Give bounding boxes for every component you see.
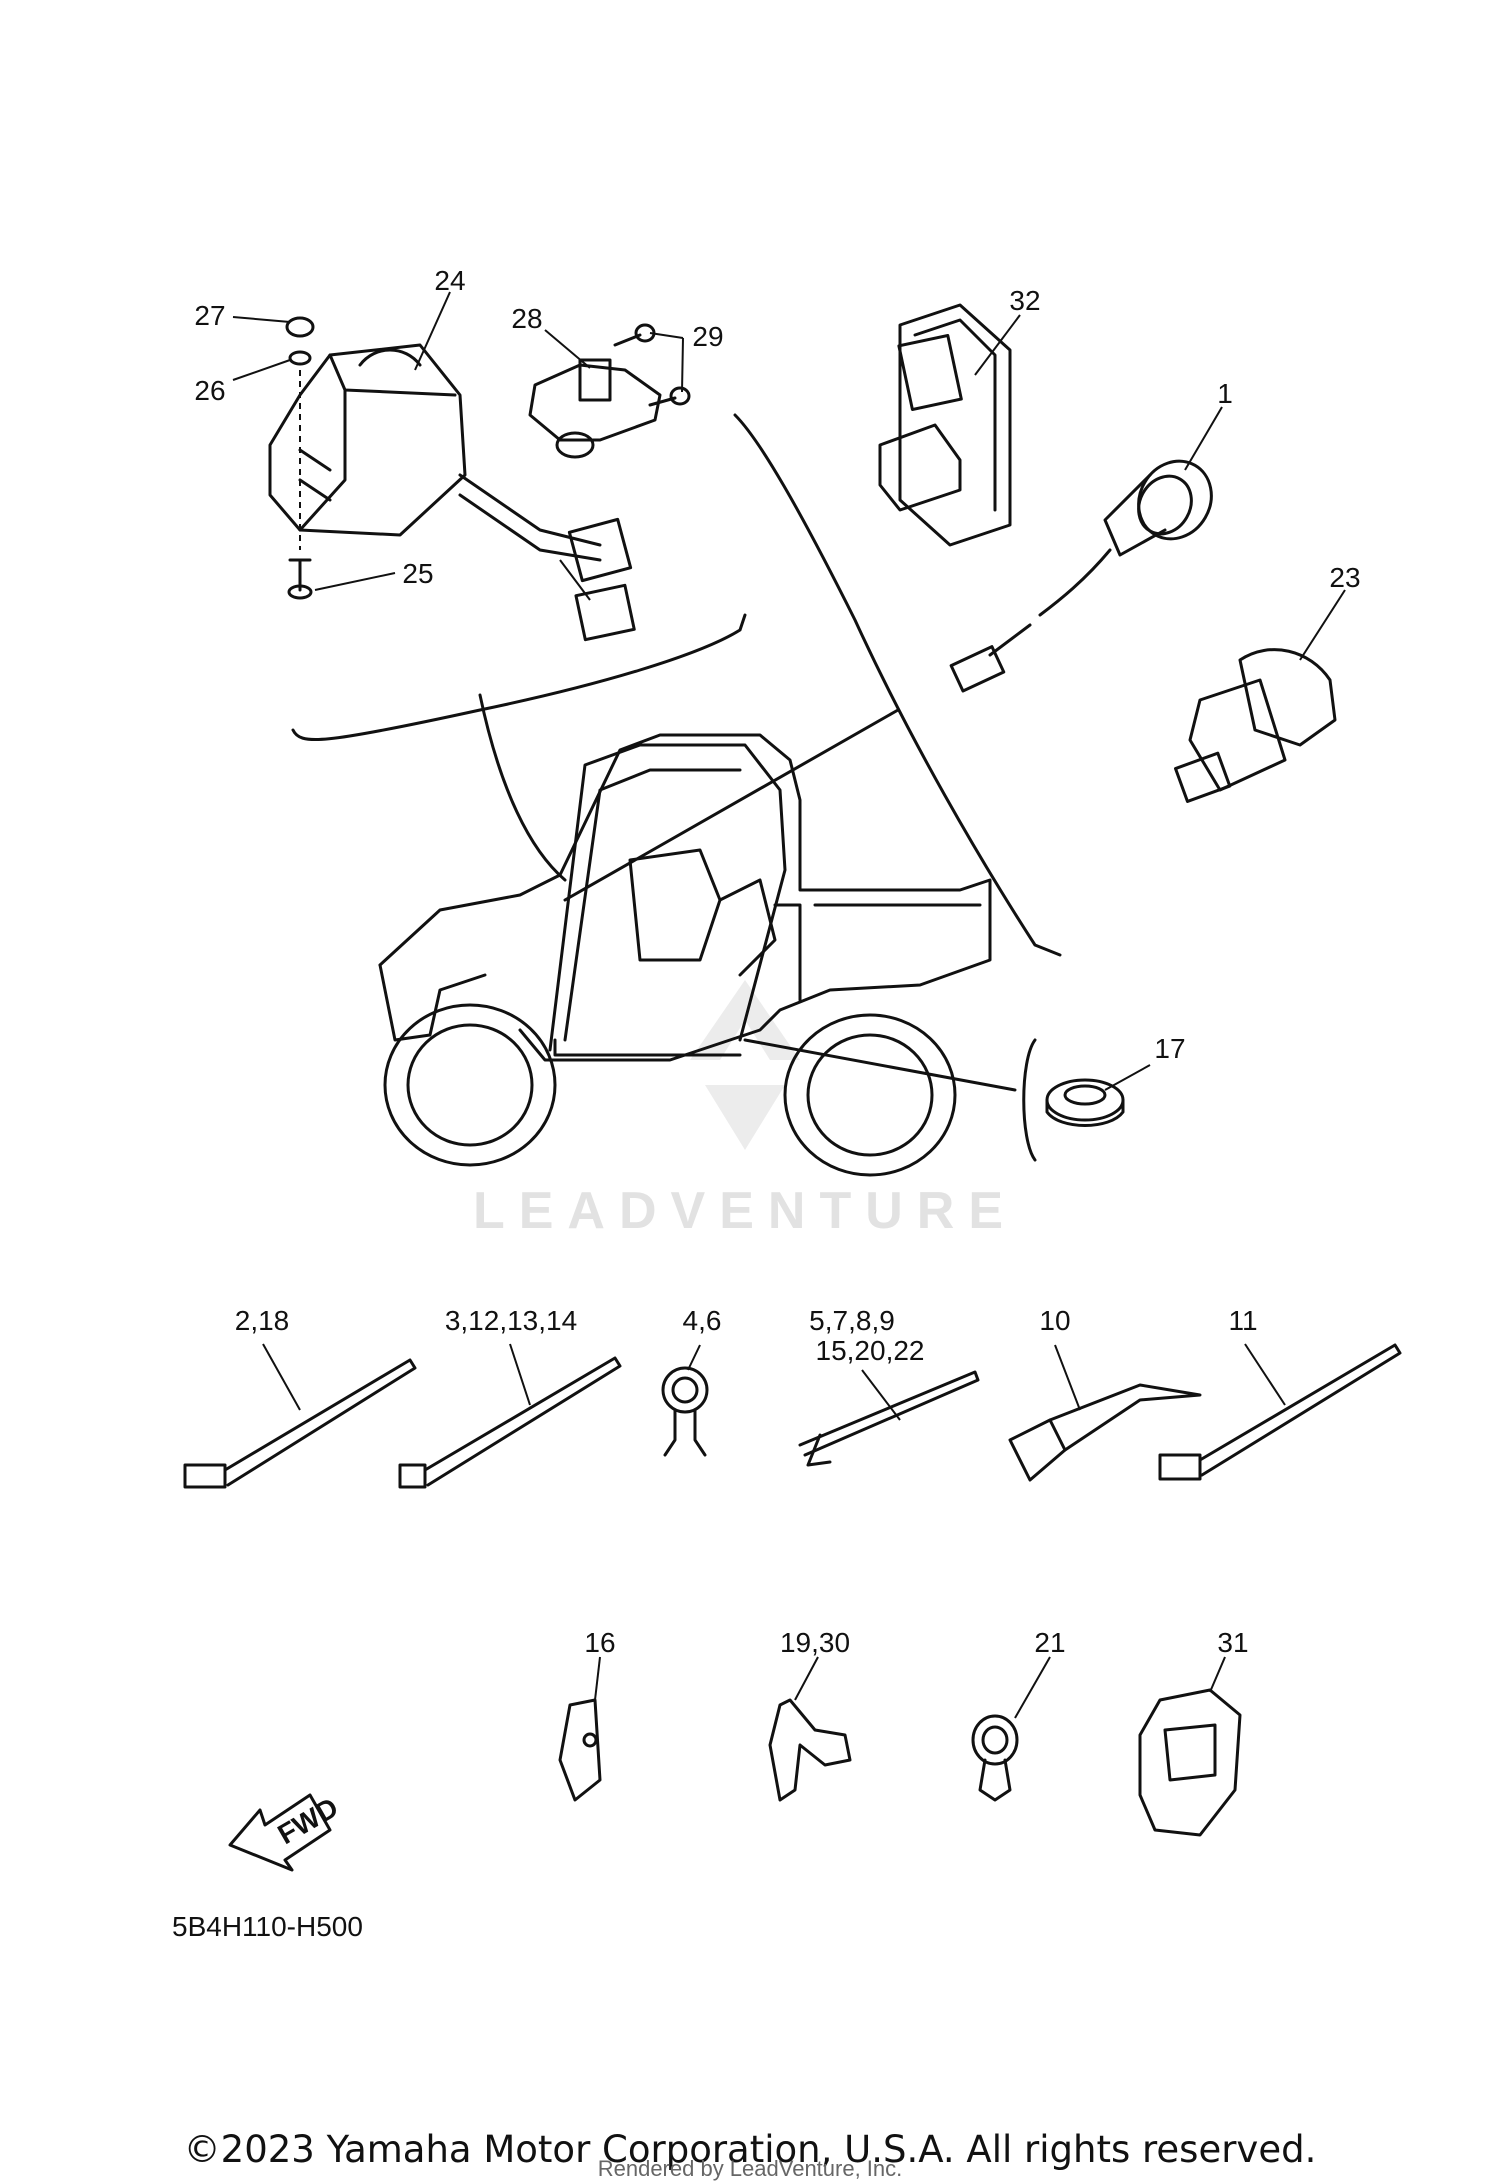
leader-lines bbox=[232, 291, 1346, 1719]
callout-19-30: 19,30 bbox=[780, 1627, 850, 1658]
cable-tie-3-14 bbox=[398, 1356, 622, 1489]
cable-tie-11 bbox=[1158, 1343, 1402, 1481]
callout-11: 11 bbox=[1228, 1305, 1257, 1336]
callout-32: 32 bbox=[1009, 285, 1040, 316]
callout-16: 16 bbox=[584, 1627, 615, 1658]
diagram-code: 5B4H110-H500 bbox=[172, 1911, 363, 1942]
clip-19-30 bbox=[768, 1698, 852, 1802]
callout-28: 28 bbox=[511, 303, 542, 334]
cable-tie-5-22 bbox=[798, 1370, 980, 1467]
cable-tie-2-18 bbox=[183, 1358, 417, 1489]
part-1-drawing bbox=[949, 459, 1213, 693]
callout-25: 25 bbox=[402, 558, 433, 589]
part-23-drawing bbox=[1174, 648, 1337, 803]
callout-31: 31 bbox=[1217, 1627, 1248, 1658]
callout-3-12-13-14: 3,12,13,14 bbox=[445, 1305, 577, 1336]
cable-tie-10 bbox=[1008, 1383, 1202, 1482]
part-28-29-drawing bbox=[528, 323, 691, 459]
callout-17: 17 bbox=[1154, 1033, 1185, 1064]
callout-10: 10 bbox=[1039, 1305, 1070, 1336]
part-32-drawing bbox=[878, 303, 1012, 547]
clip-16 bbox=[558, 1698, 602, 1802]
callout-23: 23 bbox=[1329, 562, 1360, 593]
view-brackets bbox=[291, 413, 1062, 1162]
vehicle-drawing bbox=[378, 733, 992, 1177]
callouts: 24 27 26 25 28 29 32 1 23 17 2,18 3,12,1… bbox=[194, 265, 1360, 1658]
callout-27: 27 bbox=[194, 300, 225, 331]
clip-4-6 bbox=[661, 1366, 709, 1457]
callout-15-20-22: 15,20,22 bbox=[816, 1335, 925, 1366]
callout-2-18: 2,18 bbox=[235, 1305, 290, 1336]
callout-21: 21 bbox=[1034, 1627, 1065, 1658]
callout-5-7-8-9: 5,7,8,9 bbox=[809, 1305, 895, 1336]
callout-24: 24 bbox=[434, 265, 465, 296]
watermark-text: LEADVENTURE bbox=[473, 1182, 1017, 1240]
rendered-by-notice: Rendered by LeadVenture, Inc. bbox=[597, 2156, 903, 2181]
fwd-arrow: FWD bbox=[228, 1791, 344, 1872]
clip-31 bbox=[1138, 1688, 1242, 1837]
part-17-drawing bbox=[1045, 1078, 1125, 1127]
fwd-label: FWD bbox=[273, 1791, 344, 1850]
copyright-notice: ©2023 Yamaha Motor Corporation, U.S.A. A… bbox=[183, 2128, 1317, 2171]
part-27-26-25-drawing bbox=[285, 316, 315, 600]
clip-21 bbox=[971, 1714, 1019, 1802]
callout-26: 26 bbox=[194, 375, 225, 406]
part-24-drawing bbox=[268, 343, 636, 642]
callout-4-6: 4,6 bbox=[683, 1305, 722, 1336]
watermark: LEADVENTURE bbox=[473, 980, 1017, 1240]
callout-1: 1 bbox=[1217, 378, 1233, 409]
callout-29: 29 bbox=[692, 321, 723, 352]
